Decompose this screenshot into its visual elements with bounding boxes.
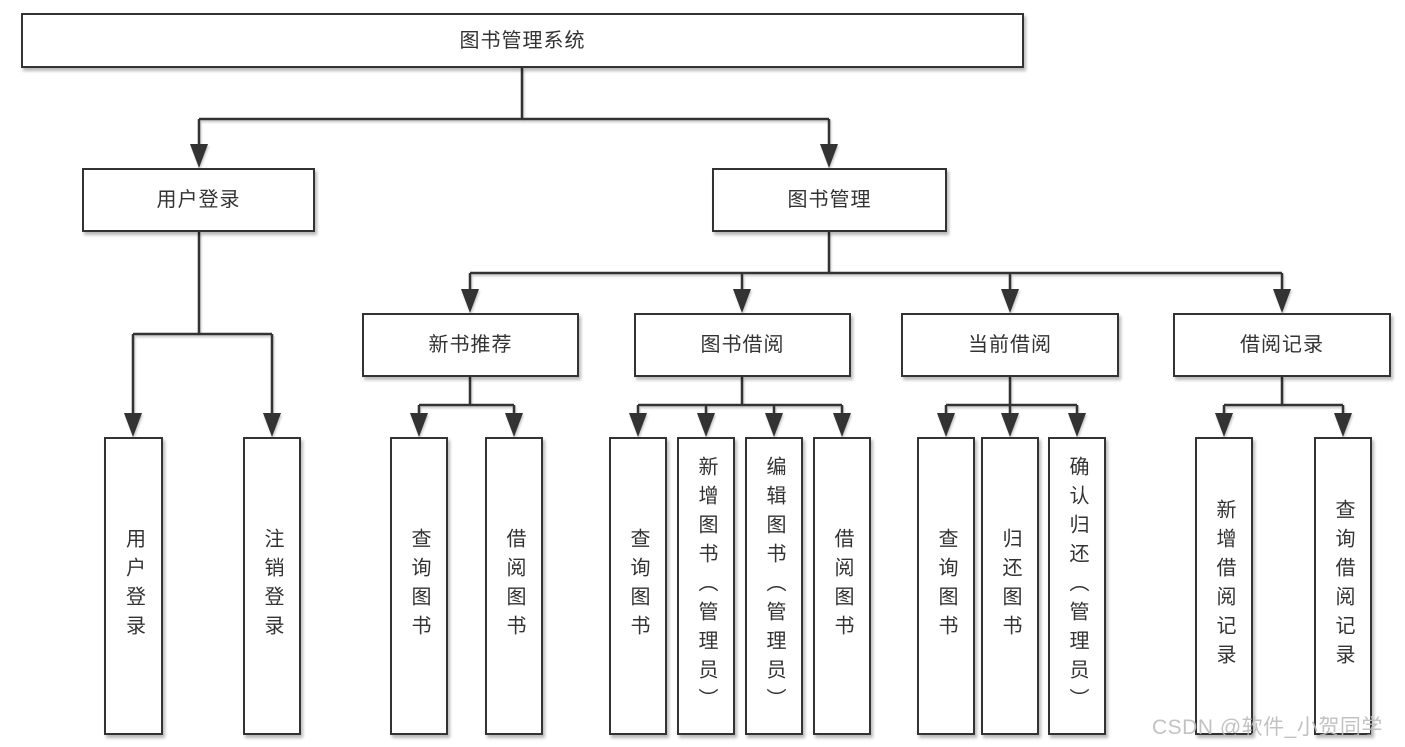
leaf-query-borrow-record: 查询借阅记录: [1314, 437, 1372, 735]
leaf-query-books: 查询图书: [609, 437, 667, 735]
leaf-query-books: 查询图书: [917, 437, 975, 735]
node-label: 图书管理系统: [459, 29, 586, 52]
leaf-label: 新增图书（管理员）: [695, 455, 717, 717]
leaf-query-books: 查询图书: [390, 437, 448, 735]
node-book-borrow: 图书借阅: [634, 313, 851, 377]
node-user-login: 用户登录: [82, 168, 315, 232]
leaf-add-borrow-record: 新增借阅记录: [1195, 437, 1253, 735]
node-label: 当前借阅: [968, 334, 1052, 356]
leaf-label: 查询图书: [935, 528, 957, 644]
leaf-label: 归还图书: [999, 528, 1021, 644]
leaf-label: 查询图书: [408, 528, 430, 644]
leaf-label: 确认归还（管理员）: [1066, 455, 1088, 717]
leaf-label: 借阅图书: [503, 528, 525, 644]
leaf-borrow-books: 借阅图书: [813, 437, 871, 735]
leaf-label: 新增借阅记录: [1213, 499, 1235, 673]
leaf-borrow-books: 借阅图书: [485, 437, 543, 735]
node-label: 新书推荐: [428, 334, 513, 356]
node-borrow-records: 借阅记录: [1173, 313, 1391, 377]
leaf-label: 查询图书: [627, 528, 649, 644]
node-current-borrow: 当前借阅: [901, 313, 1119, 377]
leaf-logout: 注销登录: [243, 437, 301, 735]
leaf-add-books-admin: 新增图书（管理员）: [677, 437, 735, 735]
leaf-label: 借阅图书: [831, 528, 853, 644]
leaf-label: 用户登录: [122, 528, 145, 644]
node-label: 用户登录: [156, 189, 241, 211]
csdn-watermark: CSDN @软件_小贺同学: [1152, 716, 1383, 739]
leaf-confirm-return-admin: 确认归还（管理员）: [1048, 437, 1106, 735]
leaf-label: 查询借阅记录: [1332, 499, 1354, 673]
node-label: 图书借阅: [700, 334, 785, 356]
node-book-management: 图书管理: [712, 168, 947, 232]
leaf-label: 注销登录: [261, 528, 283, 644]
node-label: 借阅记录: [1240, 334, 1324, 356]
node-label: 图书管理: [787, 189, 872, 211]
leaf-label: 编辑图书（管理员）: [763, 455, 785, 717]
leaf-return-books: 归还图书: [981, 437, 1039, 735]
leaf-user-login: 用户登录: [104, 437, 163, 735]
node-new-book-recommend: 新书推荐: [362, 313, 579, 377]
node-library-system: 图书管理系统: [21, 13, 1024, 68]
leaf-edit-books-admin: 编辑图书（管理员）: [745, 437, 803, 735]
